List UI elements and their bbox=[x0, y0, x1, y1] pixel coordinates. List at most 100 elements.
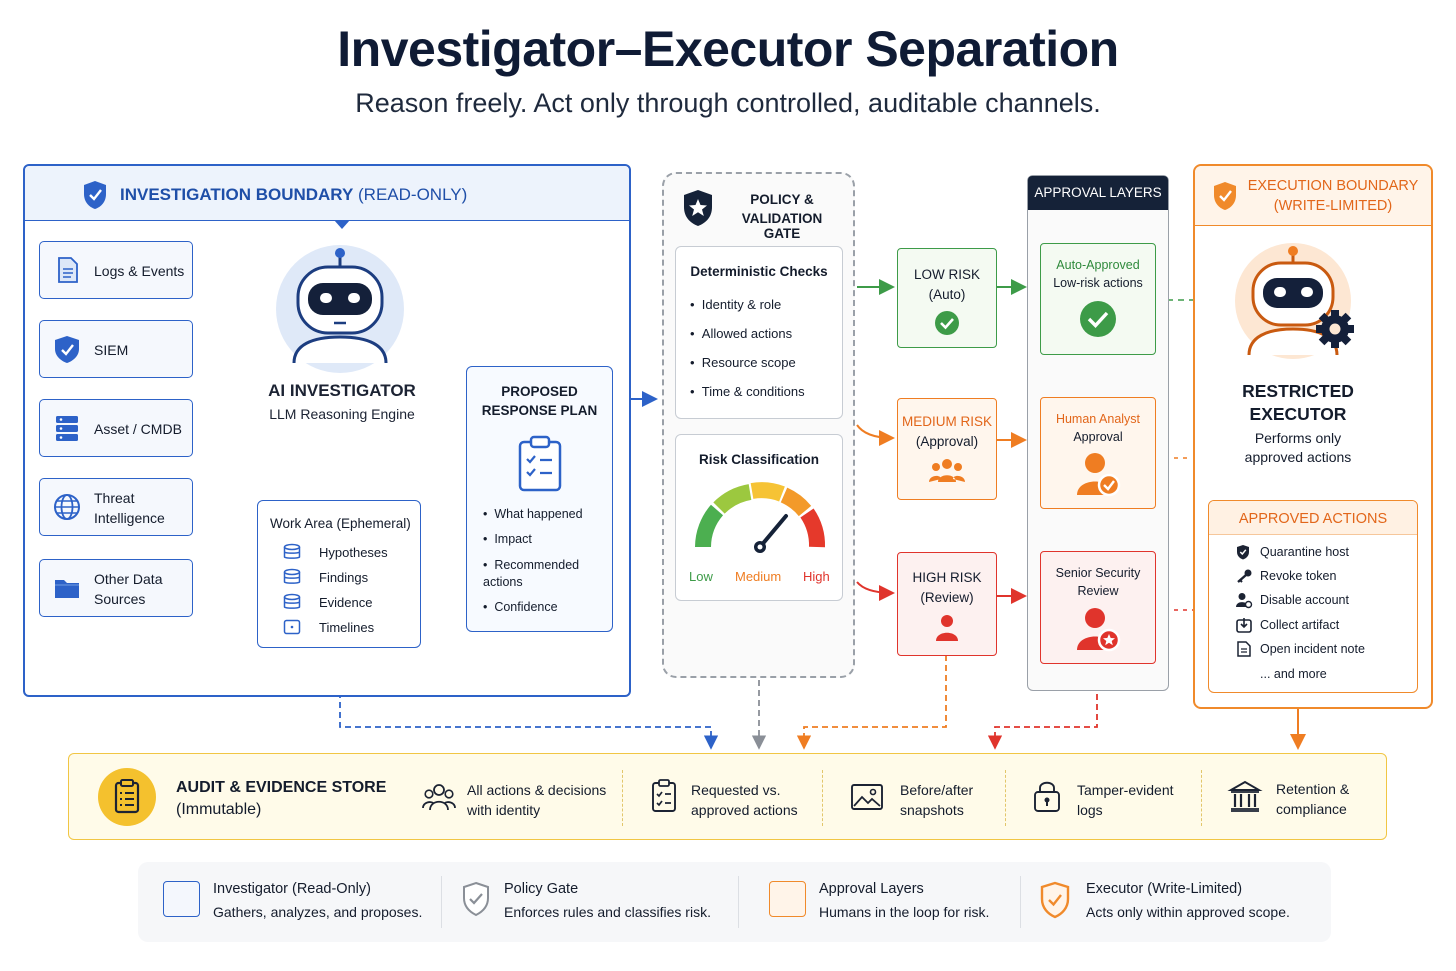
approved-action-item: Open incident note bbox=[1260, 642, 1365, 656]
risk-label: LOW RISK bbox=[913, 267, 980, 282]
approval-auto-card: Auto-Approved Low-risk actions bbox=[1040, 243, 1156, 355]
approved-actions-card: APPROVED ACTIONS Quarantine host Revoke … bbox=[1208, 500, 1418, 693]
audit-item: Requested vs.approved actions bbox=[691, 782, 798, 818]
approval-human-analyst-card: Human Analyst Approval bbox=[1040, 397, 1156, 509]
executor-subtitle-line1: Performs only bbox=[1254, 430, 1342, 446]
investigation-title: INVESTIGATION BOUNDARY (READ-ONLY) bbox=[120, 185, 468, 204]
risk-classification-card: Risk Classification Low Medium High bbox=[675, 434, 843, 601]
clipboard-checklist-icon bbox=[518, 435, 562, 492]
investigator-title: AI INVESTIGATOR bbox=[268, 381, 416, 400]
legend-desc: Acts only within approved scope. bbox=[1086, 904, 1290, 920]
plan-item: • Impact bbox=[483, 532, 532, 546]
page-title: Investigator–Executor Separation bbox=[337, 21, 1119, 77]
timeline-icon bbox=[283, 619, 301, 635]
risk-medium-card: MEDIUM RISK (Approval) bbox=[897, 398, 997, 500]
audit-evidence-store: AUDIT & EVIDENCE STORE (Immutable) All a… bbox=[68, 753, 1387, 840]
user-block-icon bbox=[1236, 593, 1253, 609]
gauge-low-label: Low bbox=[689, 569, 713, 584]
shield-star-icon bbox=[684, 190, 712, 226]
approved-action-item: Collect artifact bbox=[1260, 618, 1340, 632]
document-icon bbox=[58, 257, 78, 283]
group-icon bbox=[929, 459, 965, 482]
policy-title-line2: VALIDATION GATE bbox=[741, 211, 823, 241]
globe-icon bbox=[54, 494, 80, 520]
source-label: Threat Intelligence bbox=[94, 490, 165, 526]
risk-sublabel: (Auto) bbox=[928, 287, 966, 302]
shield-check-icon bbox=[463, 881, 489, 917]
approved-actions-title: APPROVED ACTIONS bbox=[1238, 511, 1388, 527]
approval-label: Senior Security bbox=[1055, 566, 1141, 580]
check-item: • Identity & role bbox=[690, 297, 782, 312]
folder-icon bbox=[55, 580, 79, 598]
download-box-icon bbox=[1236, 618, 1252, 633]
legend-swatch-approval bbox=[769, 881, 806, 917]
shield-check-icon bbox=[84, 181, 106, 209]
source-logs-events[interactable]: Logs & Events bbox=[39, 241, 193, 299]
page-subtitle: Reason freely. Act only through controll… bbox=[355, 88, 1101, 118]
execution-title-line1: EXECUTION BOUNDARY bbox=[1247, 178, 1419, 194]
shield-icon bbox=[1237, 545, 1249, 560]
executor-title-line1: RESTRICTED bbox=[1242, 381, 1354, 401]
high-risk-arrow bbox=[856, 581, 895, 601]
risk-gauge bbox=[695, 482, 825, 553]
plan-item: • What happened bbox=[483, 507, 583, 521]
executor-subtitle-line2: approved actions bbox=[1244, 449, 1352, 465]
work-area-title: Work Area (Ephemeral) bbox=[270, 516, 411, 531]
execution-title-line2: (WRITE-LIMITED) bbox=[1273, 198, 1393, 214]
check-item: • Resource scope bbox=[690, 355, 796, 370]
clipboard-icon bbox=[98, 768, 156, 826]
legend-title: Executor (Write-Limited) bbox=[1086, 881, 1243, 897]
image-icon bbox=[851, 784, 883, 810]
server-icon bbox=[56, 416, 78, 441]
investigation-header: INVESTIGATION BOUNDARY (READ-ONLY) bbox=[25, 166, 629, 221]
work-area-item: Evidence bbox=[319, 595, 373, 610]
approval-sublabel: Review bbox=[1077, 584, 1119, 598]
person-icon bbox=[936, 615, 958, 641]
source-label: Asset / CMDB bbox=[94, 421, 182, 437]
risk-label: MEDIUM RISK bbox=[901, 414, 992, 429]
proposed-plan-card: PROPOSED RESPONSE PLAN • What happened •… bbox=[466, 366, 613, 632]
policy-gate: POLICY & VALIDATION GATE Deterministic C… bbox=[662, 172, 855, 678]
investigator-subtitle: LLM Reasoning Engine bbox=[269, 406, 415, 422]
legend-title: Approval Layers bbox=[819, 881, 924, 897]
source-label: SIEM bbox=[94, 342, 129, 358]
approval-label: Auto-Approved bbox=[1056, 258, 1140, 272]
clipboard-icon bbox=[652, 779, 676, 812]
risk-low-card: LOW RISK (Auto) bbox=[897, 248, 997, 348]
shield-icon bbox=[55, 336, 79, 363]
approved-action-item: Disable account bbox=[1260, 593, 1349, 607]
source-siem[interactable]: SIEM bbox=[39, 320, 193, 378]
audit-subtitle: (Immutable) bbox=[176, 801, 262, 818]
source-asset-cmdb[interactable]: Asset / CMDB bbox=[39, 399, 193, 457]
bank-icon bbox=[1227, 780, 1263, 812]
executor-title-line2: EXECUTOR bbox=[1249, 404, 1347, 424]
source-label: Other Data Sources bbox=[94, 571, 163, 607]
checks-title: Deterministic Checks bbox=[690, 264, 828, 279]
check-item: • Time & conditions bbox=[690, 384, 805, 399]
note-icon bbox=[1237, 641, 1251, 657]
source-other-data[interactable]: Other Data Sources bbox=[39, 559, 193, 617]
approved-action-item: Revoke token bbox=[1260, 569, 1337, 583]
approved-actions-more: ... and more bbox=[1260, 667, 1327, 681]
shield-check-icon bbox=[1214, 182, 1236, 210]
check-circle-icon bbox=[935, 311, 959, 335]
legend-desc: Gathers, analyzes, and proposes. bbox=[213, 904, 423, 920]
people-icon bbox=[422, 784, 456, 811]
execution-header: EXECUTION BOUNDARY (WRITE-LIMITED) bbox=[1195, 166, 1431, 226]
audit-item: Retention &compliance bbox=[1276, 781, 1350, 817]
robot-executor-icon bbox=[1235, 243, 1354, 359]
gear-icon bbox=[1316, 310, 1354, 348]
audit-title: AUDIT & EVIDENCE STORE bbox=[176, 779, 387, 796]
legend-swatch-investigator bbox=[163, 881, 200, 917]
source-threat-intelligence[interactable]: Threat Intelligence bbox=[39, 478, 193, 536]
database-icon bbox=[283, 593, 301, 609]
header-pointer bbox=[334, 220, 350, 229]
risk-high-card: HIGH RISK (Review) bbox=[897, 552, 997, 656]
legend-desc: Enforces rules and classifies risk. bbox=[504, 904, 711, 920]
approval-header: APPROVAL LAYERS bbox=[1028, 176, 1168, 210]
plan-title-line2: RESPONSE PLAN bbox=[481, 403, 598, 418]
approved-action-item: Quarantine host bbox=[1260, 545, 1349, 559]
